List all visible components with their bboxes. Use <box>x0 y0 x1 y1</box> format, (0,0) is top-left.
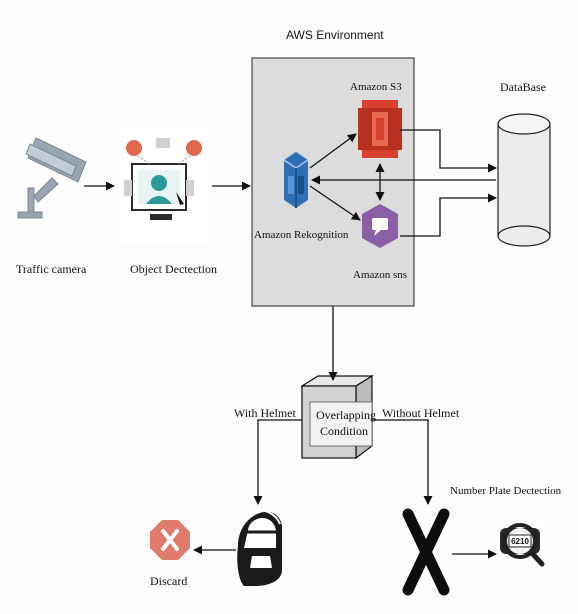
traffic-camera-icon <box>17 137 87 219</box>
traffic-camera-label: Traffic camera <box>16 262 87 276</box>
object-detection-icon <box>118 126 210 244</box>
aws-environment-box <box>251 57 415 307</box>
database-label: DataBase <box>500 80 546 94</box>
database-icon <box>497 113 551 247</box>
number-plate-icon <box>498 514 546 567</box>
without-helmet-label: Without Helmet <box>382 406 460 420</box>
helmet-icon <box>237 509 282 586</box>
sns-label: Amazon sns <box>353 269 408 281</box>
number-plate-label: Number Plate Dectection <box>450 485 562 497</box>
rekognition-to-sns-arrow <box>309 185 361 221</box>
sns-icon <box>362 204 398 248</box>
sns-to-database-arrow <box>400 193 497 237</box>
overlap-label-line2: Condition <box>320 424 369 438</box>
discard-icon <box>150 520 190 560</box>
s3-icon <box>358 100 402 158</box>
overlap-label-line1: Overlapping <box>316 408 376 422</box>
with-helmet-label: With Helmet <box>234 406 296 420</box>
s3-to-database-arrow <box>400 129 497 173</box>
rekognition-icon <box>283 152 309 208</box>
s3-label: Amazon S3 <box>350 81 402 93</box>
connectors <box>84 129 497 559</box>
aws-environment-label: AWS Environment <box>286 28 384 42</box>
object-detection-label: Object Dectection <box>130 262 217 276</box>
rekognition-to-s3-arrow <box>309 133 357 169</box>
plate-text: 6210 <box>511 537 529 546</box>
rekognition-label: Amazon Rekognition <box>254 229 349 241</box>
cross-icon <box>402 508 450 596</box>
overlap-box-icon <box>299 374 375 460</box>
without-helmet-arrow <box>372 419 433 505</box>
discard-label: Discard <box>150 574 188 588</box>
with-helmet-arrow <box>253 419 302 505</box>
